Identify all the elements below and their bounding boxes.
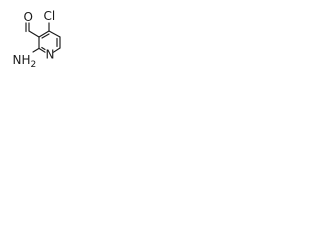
amine-subscript: 2	[31, 60, 37, 70]
bond-n1-c2	[38, 47, 46, 53]
bonds	[25, 22, 61, 53]
amine-text: NH	[13, 53, 31, 67]
bond-c2-nh2	[32, 47, 40, 53]
chlorine-label: Cl	[44, 9, 56, 23]
bond-c3-c4	[38, 30, 50, 38]
double-bond-c3-c4-inner	[41, 33, 50, 39]
bond-c6-n1	[52, 47, 61, 53]
structure-diagram: Cl O N NH2	[13, 9, 61, 70]
amine-label: NH2	[13, 53, 37, 70]
amine-group: NH2	[13, 53, 37, 70]
oxygen-label: O	[24, 10, 33, 24]
double-bond-n1-c2-inner	[41, 46, 46, 51]
ring-nitrogen-label: N	[46, 48, 55, 62]
bond-c4-c5	[48, 30, 61, 38]
bond-c3-cho	[28, 30, 40, 38]
